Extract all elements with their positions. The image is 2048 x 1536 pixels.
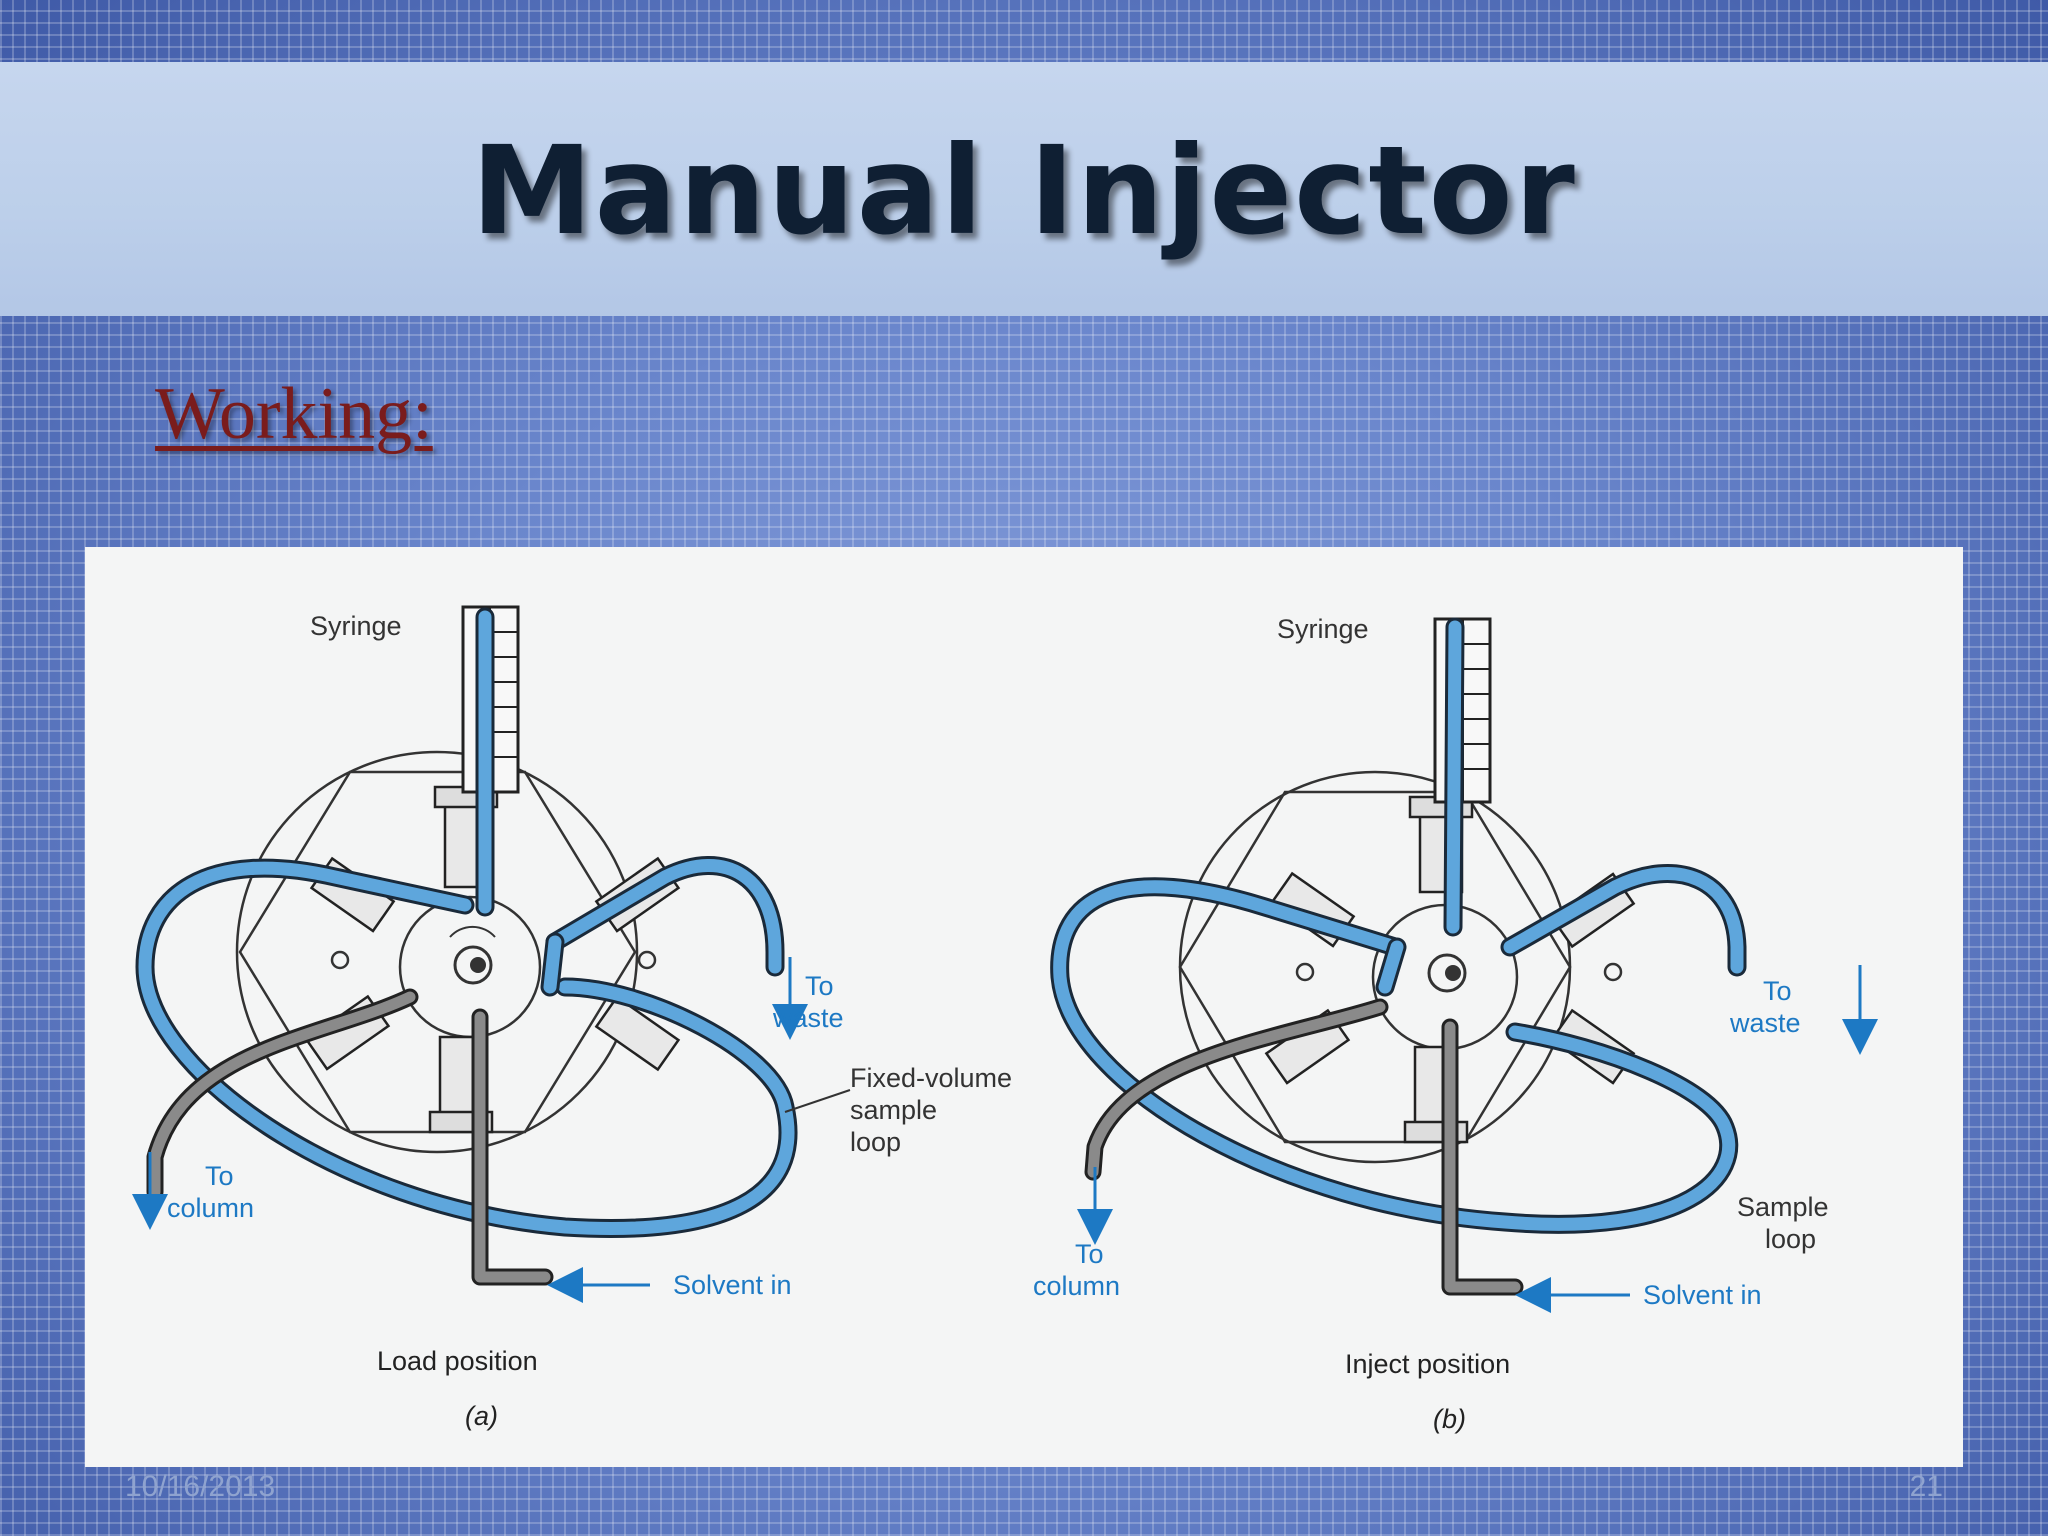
- column-tube-a: [146, 988, 419, 1201]
- loop-label-b-1: Sample: [1737, 1192, 1829, 1222]
- sample-loop-a: [135, 856, 798, 1238]
- to-waste-label-a-2: waste: [772, 1003, 844, 1033]
- column-tube-b: [1084, 998, 1389, 1181]
- solvent-label-a: Solvent in: [673, 1270, 792, 1300]
- loop-label-a-1: Fixed-volume: [850, 1063, 1012, 1093]
- to-column-label-a-1: To: [205, 1161, 234, 1191]
- to-column-label-a-2: column: [167, 1193, 254, 1223]
- valve-body-a: [235, 750, 657, 1154]
- to-column-label-b-2: column: [1033, 1271, 1120, 1301]
- syringe-label-a: Syringe: [310, 611, 402, 641]
- to-waste-label-a-1: To: [805, 971, 834, 1001]
- to-waste-label-b-1: To: [1763, 976, 1792, 1006]
- loop-leader-a: [784, 1089, 851, 1113]
- footer-date: 10/16/2013: [125, 1470, 276, 1503]
- position-label-b: Inject position: [1345, 1349, 1510, 1379]
- loop-label-a-2: sample: [850, 1095, 937, 1125]
- loop-label-a-3: loop: [850, 1127, 901, 1157]
- syringe-label-b: Syringe: [1277, 614, 1369, 644]
- position-label-a: Load position: [377, 1346, 538, 1376]
- syringe-a: [461, 605, 520, 917]
- injector-diagram: Syringe To waste Fixed-volume sample loo…: [132, 605, 1878, 1434]
- to-waste-label-b-2: waste: [1729, 1008, 1801, 1038]
- solvent-label-b: Solvent in: [1643, 1280, 1762, 1310]
- panel-letter-a: (a): [465, 1401, 498, 1431]
- slide-title: Manual Injector: [471, 120, 1577, 262]
- panel-a: Syringe To waste Fixed-volume sample loo…: [132, 605, 1012, 1431]
- syringe-b: [1433, 617, 1492, 937]
- injector-figure: Syringe To waste Fixed-volume sample loo…: [85, 547, 1963, 1467]
- page-number: 21: [1909, 1470, 1943, 1503]
- solvent-tube-b: [1441, 1018, 1524, 1296]
- title-band: [0, 62, 2048, 316]
- solvent-tube-a: [471, 1008, 554, 1286]
- sample-loop-b: [1050, 864, 1747, 1234]
- panel-letter-b: (b): [1433, 1404, 1466, 1434]
- loop-label-b-2: loop: [1765, 1224, 1816, 1254]
- section-heading: Working:: [155, 373, 433, 455]
- to-column-label-b-1: To: [1075, 1239, 1104, 1269]
- panel-b: Syringe To waste Sample loop To column S…: [1033, 614, 1878, 1434]
